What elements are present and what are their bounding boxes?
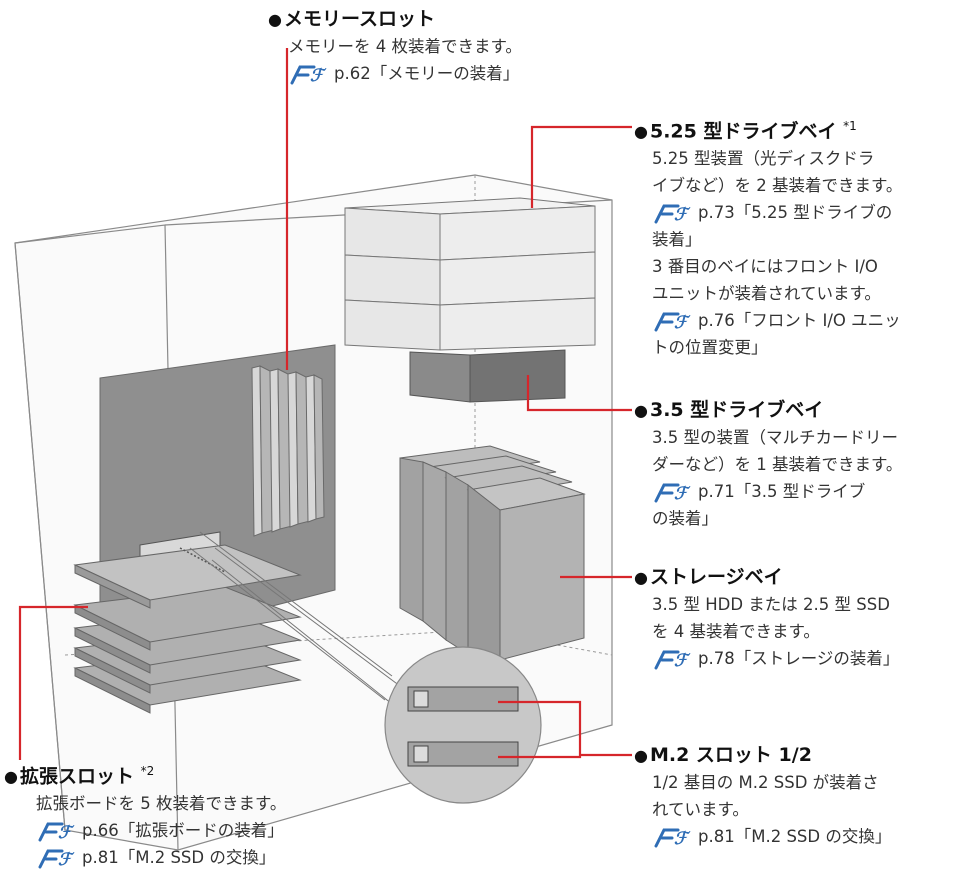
svg-text:ℱ: ℱ xyxy=(58,823,75,842)
bay525-ref-1-cont: 装着」 xyxy=(652,230,702,250)
bay35-title: 3.5 型ドライブベイ xyxy=(649,399,824,421)
callout-35-drive-bay: ●3.5 型ドライブベイ 3.5 型の装置（マルチカードリー ダーなど）を 1 … xyxy=(634,397,902,532)
bullet-icon: ● xyxy=(634,401,648,420)
bullet-icon: ● xyxy=(4,767,18,787)
bullet-icon: ● xyxy=(634,746,648,765)
drive-bay-35 xyxy=(469,349,566,403)
svg-text:ℱ: ℱ xyxy=(674,484,691,503)
bay35-ref-cont: の装着」 xyxy=(652,509,718,528)
bay525-ref-2-text: p.76「フロント I/O ユニッ xyxy=(698,311,901,331)
expansion-boards xyxy=(73,544,302,714)
memory-modules xyxy=(251,365,325,537)
bullet-icon: ● xyxy=(268,10,282,29)
bay35-desc-2: ダーなど）を 1 基装着できます。 xyxy=(652,455,903,474)
bay525-desc-2: イブなど）を 2 基装着できます。 xyxy=(652,176,903,196)
m2-title: M.2 スロット 1/2 xyxy=(649,744,812,766)
bay525-ref-1[interactable]: ℱ p.73「5.25 型ドライブの xyxy=(634,199,902,226)
storage-ref-text: p.78「ストレージの装着」 xyxy=(698,649,900,668)
expansion-note: *2 xyxy=(140,764,155,778)
bullet-icon: ● xyxy=(634,122,648,142)
reference-icon: ℱ xyxy=(654,483,691,503)
expansion-ref-2[interactable]: ℱ p.81「M.2 SSD の交換」 xyxy=(4,844,286,871)
svg-text:ℱ: ℱ xyxy=(674,205,691,224)
reference-icon: ℱ xyxy=(654,828,691,848)
reference-icon: ℱ xyxy=(38,849,75,869)
m2-ref[interactable]: ℱ p.81「M.2 SSD の交換」 xyxy=(634,823,891,850)
svg-text:ℱ: ℱ xyxy=(674,829,691,848)
expansion-ref-1-text: p.66「拡張ボードの装着」 xyxy=(82,821,284,841)
callout-525-drive-bay: ●5.25 型ドライブベイ *1 5.25 型装置（光ディスクドラ イブなど）を… xyxy=(634,113,902,361)
bay525-ref-1-text: p.73「5.25 型ドライブの xyxy=(698,203,893,223)
memory-slot-ref-text: p.62「メモリーの装着」 xyxy=(334,64,520,83)
reference-icon: ℱ xyxy=(290,65,327,85)
bay525-note: *1 xyxy=(843,119,857,133)
svg-text:ℱ: ℱ xyxy=(674,651,691,670)
callout-m2-slot: ●M.2 スロット 1/2 1/2 基目の M.2 SSD が装着さ れています… xyxy=(634,742,891,850)
svg-text:ℱ: ℱ xyxy=(310,66,327,85)
bay525-ref-2[interactable]: ℱ p.76「フロント I/O ユニッ xyxy=(634,307,902,334)
drive-bays-525 xyxy=(344,197,596,351)
storage-desc-2: を 4 基装着できます。 xyxy=(652,622,820,641)
svg-text:ℱ: ℱ xyxy=(674,313,691,332)
callout-storage-bay: ●ストレージベイ 3.5 型 HDD または 2.5 型 SSD を 4 基装着… xyxy=(634,564,899,672)
svg-text:ℱ: ℱ xyxy=(58,850,75,869)
reference-icon: ℱ xyxy=(654,650,691,670)
expansion-desc: 拡張ボードを 5 枚装着できます。 xyxy=(36,794,287,814)
bay525-desc-1: 5.25 型装置（光ディスクドラ xyxy=(652,149,875,169)
storage-desc-1: 3.5 型 HDD または 2.5 型 SSD xyxy=(652,595,890,614)
m2-desc-1: 1/2 基目の M.2 SSD が装着さ xyxy=(652,773,879,792)
bay525-desc-4: ユニットが装着されています。 xyxy=(652,284,881,304)
reference-icon: ℱ xyxy=(654,312,691,332)
expansion-ref-1[interactable]: ℱ p.66「拡張ボードの装着」 xyxy=(4,817,286,844)
bullet-icon: ● xyxy=(634,568,648,587)
expansion-title: 拡張スロット xyxy=(19,765,134,788)
expansion-ref-2-text: p.81「M.2 SSD の交換」 xyxy=(82,848,276,868)
bay35-ref[interactable]: ℱ p.71「3.5 型ドライブ xyxy=(634,478,902,505)
magnifier-lines xyxy=(189,531,409,713)
reference-icon: ℱ xyxy=(654,204,691,224)
callout-memory-slot: ●メモリースロット メモリーを 4 枚装着できます。 ℱ p.62「メモリーの装… xyxy=(268,6,522,87)
memory-slot-ref[interactable]: ℱ p.62「メモリーの装着」 xyxy=(268,60,522,87)
bay35-desc-1: 3.5 型の装置（マルチカードリー xyxy=(652,428,898,447)
memory-slot-title: メモリースロット xyxy=(283,8,436,30)
storage-title: ストレージベイ xyxy=(649,566,783,588)
bay525-ref-2-cont: トの位置変更」 xyxy=(652,338,768,358)
storage-bays xyxy=(399,445,586,661)
bay525-title: 5.25 型ドライブベイ xyxy=(649,120,837,143)
storage-ref[interactable]: ℱ p.78「ストレージの装着」 xyxy=(634,645,899,672)
callout-expansion-slot: ●拡張スロット *2 拡張ボードを 5 枚装着できます。 ℱ p.66「拡張ボー… xyxy=(4,758,286,871)
memory-slot-desc: メモリーを 4 枚装着できます。 xyxy=(288,37,522,56)
front-io-unit xyxy=(409,351,471,403)
bay35-ref-text: p.71「3.5 型ドライブ xyxy=(698,482,866,501)
reference-icon: ℱ xyxy=(38,822,75,842)
m2-magnifier xyxy=(384,646,542,804)
bay525-desc-3: 3 番目のベイにはフロント I/O xyxy=(652,257,878,277)
m2-desc-2: れています。 xyxy=(652,800,749,819)
m2-ref-text: p.81「M.2 SSD の交換」 xyxy=(698,827,892,846)
m2-dotted-marker xyxy=(179,547,226,573)
leader-lines xyxy=(18,48,632,760)
